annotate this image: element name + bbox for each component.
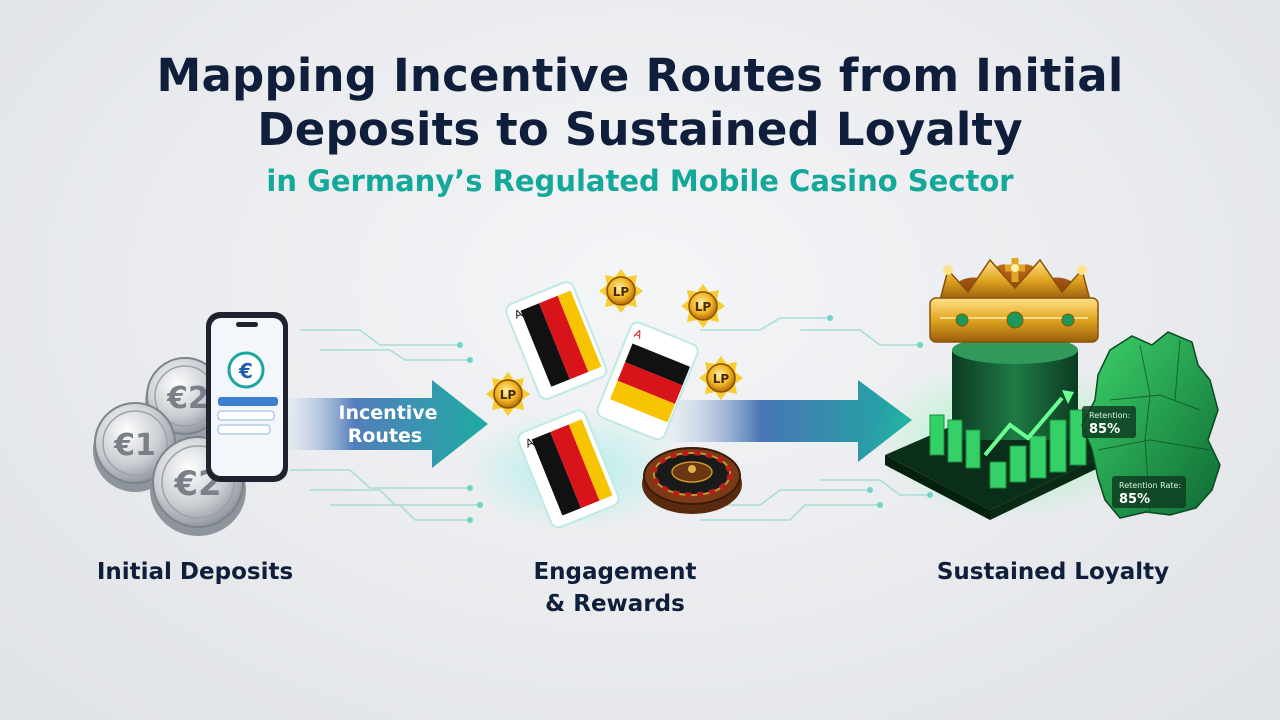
coin-left-value: €1: [113, 428, 156, 463]
roulette-wheel-icon: [642, 447, 742, 514]
map-stat1-value: 85%: [1089, 422, 1120, 437]
stage-engagement-line2: & Rewards: [545, 591, 685, 617]
card-germany-2: A: [596, 321, 699, 441]
map-stat2-label: Retention Rate:: [1119, 481, 1181, 490]
arrow-label-line2: Routes: [348, 425, 423, 447]
arrow-label-line1: Incentive: [338, 402, 437, 424]
lp-token: LP: [486, 372, 530, 416]
stage-engagement-line1: Engagement: [533, 559, 697, 585]
lp-token-label: LP: [713, 372, 730, 386]
map-stat2-value: 85%: [1119, 492, 1150, 507]
stage-initial-deposits: Initial Deposits: [96, 559, 294, 585]
incentive-route-arrow: Incentive Routes: [282, 380, 488, 468]
crown-icon: [929, 258, 1099, 343]
lp-token: LP: [699, 356, 743, 400]
smartphone: €: [206, 312, 288, 482]
trend-arrow-icon: [983, 390, 1074, 457]
map-stat1-label: Retention:: [1089, 411, 1130, 420]
lp-token-label: LP: [500, 388, 517, 402]
lp-token-label: LP: [613, 285, 630, 299]
loyalty-route-arrow: [660, 380, 912, 462]
phone-field-3: [217, 424, 271, 435]
title-line-2: Deposits to Sustained Loyalty: [257, 103, 1023, 156]
lp-token: LP: [681, 284, 725, 328]
card-germany-1: A: [505, 281, 608, 400]
phone-field-1: [218, 397, 278, 406]
germany-map: Retention: 85% Retention Rate: 85%: [1081, 331, 1221, 519]
phone-field-2: [217, 410, 275, 421]
card-germany-3: A: [517, 409, 620, 529]
lp-token: LP: [599, 269, 643, 313]
lp-token-label: LP: [695, 300, 712, 314]
euro-badge-symbol: €: [238, 359, 253, 383]
circuit-nodes: [457, 315, 933, 523]
subtitle: in Germany’s Regulated Mobile Casino Sec…: [266, 164, 1014, 198]
title-line-1: Mapping Incentive Routes from Initial: [156, 49, 1124, 102]
stage-sustained-loyalty: Sustained Loyalty: [936, 559, 1170, 585]
coin-top-value: €2: [166, 381, 209, 416]
euro-badge: [227, 351, 265, 389]
